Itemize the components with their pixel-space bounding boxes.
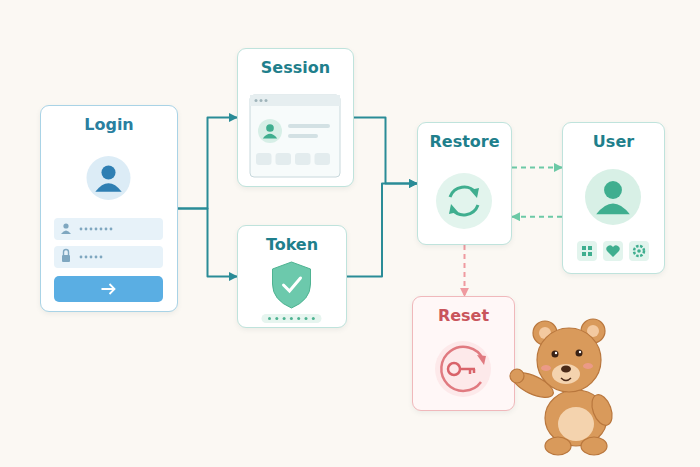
connector: [178, 209, 237, 277]
node-icon: [41, 106, 176, 310]
user-box: User: [562, 122, 665, 274]
connector: [178, 118, 237, 209]
connector: [464, 245, 466, 296]
node-title: User: [563, 123, 664, 152]
connector: [512, 167, 562, 169]
restore-box: Restore: [417, 122, 512, 245]
connector: [347, 184, 417, 277]
node-title: Token: [238, 226, 346, 255]
connector: [512, 216, 562, 218]
login-box: Login: [40, 105, 178, 312]
node-title: Restore: [418, 123, 511, 152]
token-box: Token: [237, 225, 347, 328]
reset-box: Reset: [412, 296, 515, 411]
node-title: Session: [238, 49, 353, 78]
node-title: Login: [41, 106, 177, 135]
node-title: Reset: [413, 297, 514, 326]
connector: [354, 118, 417, 184]
session-box: Session: [237, 48, 354, 187]
